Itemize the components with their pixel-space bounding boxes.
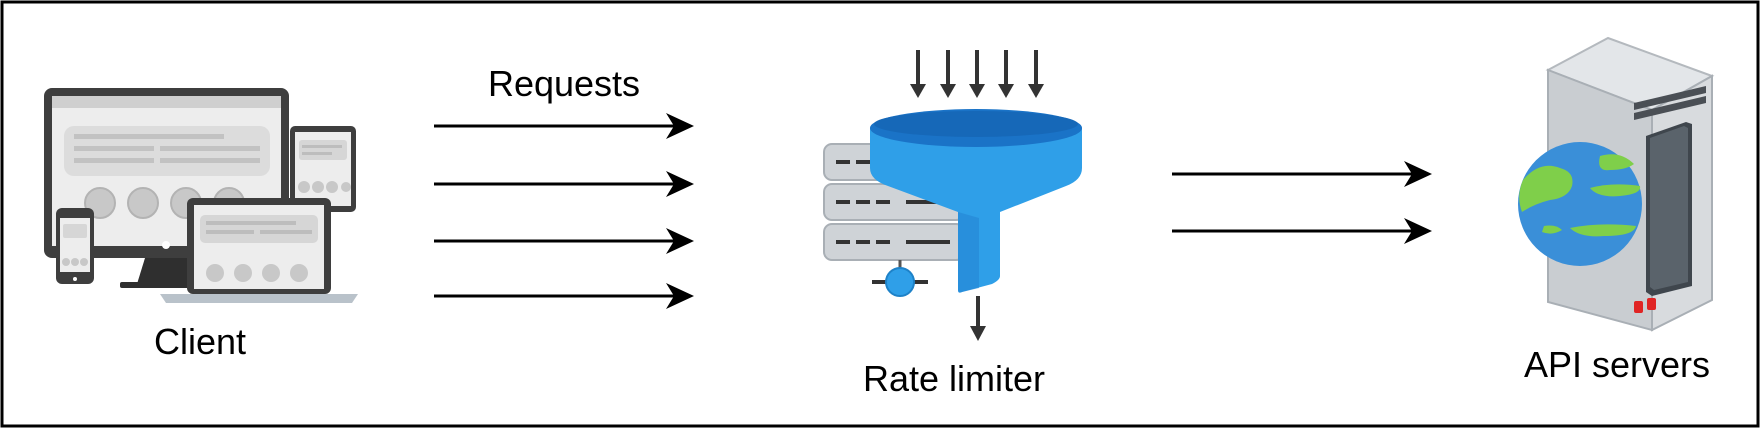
forwarded-arrow xyxy=(1172,161,1432,187)
api-servers-label: API servers xyxy=(1524,344,1710,385)
forwarded-arrows xyxy=(1172,161,1432,244)
request-arrow xyxy=(434,228,694,254)
forwarded-arrow xyxy=(1172,218,1432,244)
rate-limiter-label: Rate limiter xyxy=(863,358,1045,399)
client-label: Client xyxy=(154,321,246,362)
request-arrow xyxy=(434,113,694,139)
request-arrow xyxy=(434,171,694,197)
server-globe-icon xyxy=(1518,36,1715,332)
requests-label: Requests xyxy=(488,63,640,104)
request-arrow xyxy=(434,283,694,309)
funnel-server-icon xyxy=(823,50,1082,341)
request-arrows xyxy=(434,113,694,309)
multi-device-icon xyxy=(44,88,358,303)
